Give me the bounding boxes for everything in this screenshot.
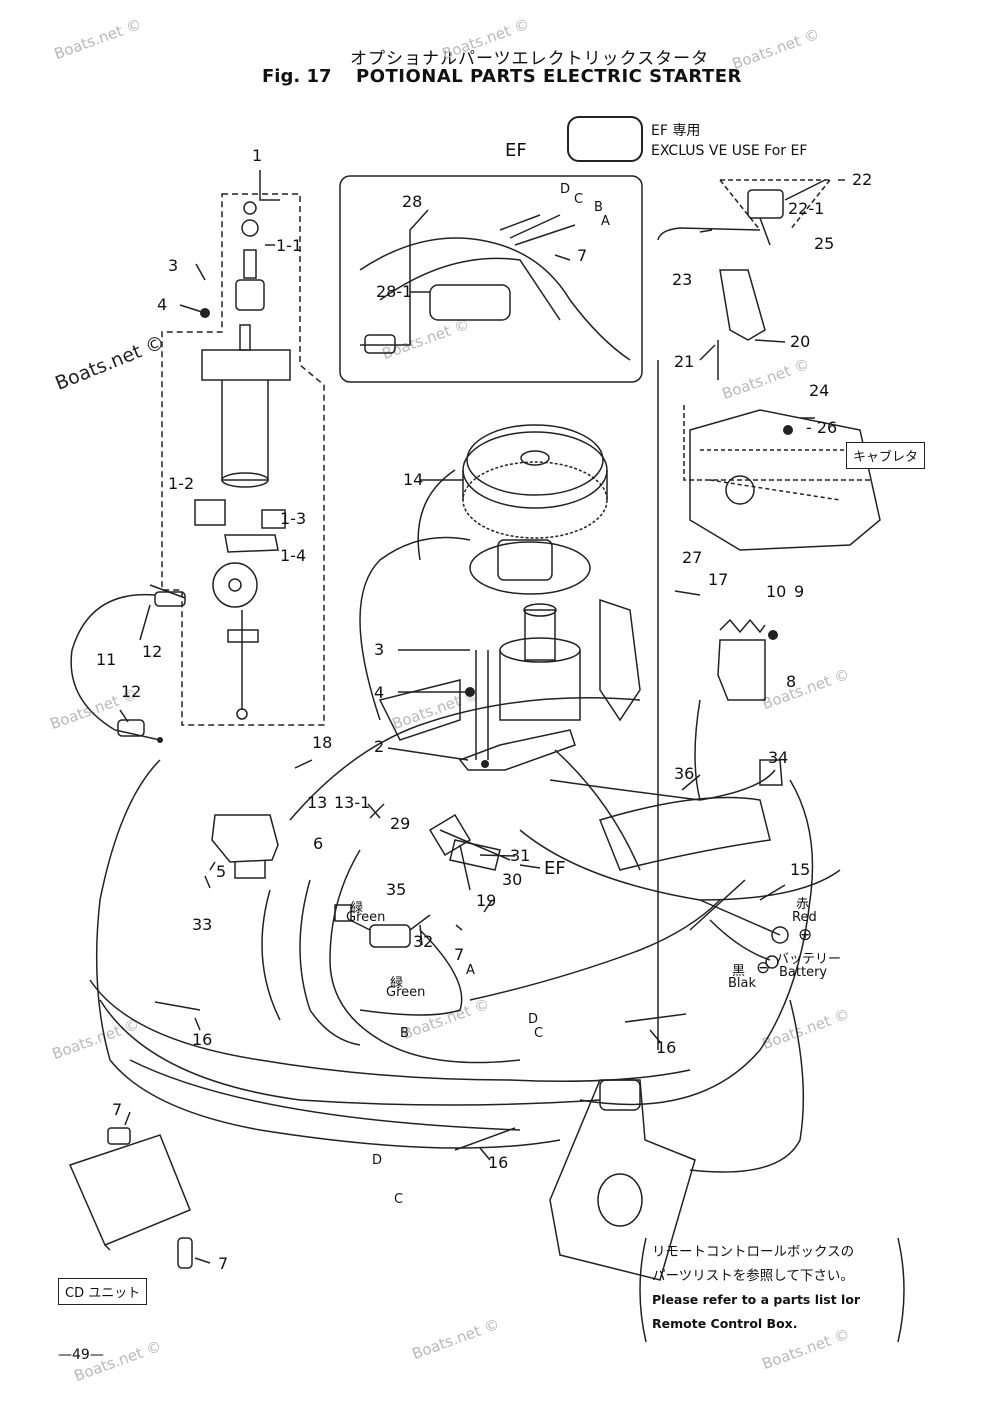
part-label-25: 25 (814, 234, 835, 253)
ef-inset-label: EF (505, 140, 527, 161)
part-label-7: 7 (218, 1254, 229, 1273)
part-label-3: 3 (374, 640, 385, 659)
battery-jp-label: バッテリー (776, 952, 842, 967)
part-label-32: 32 (413, 932, 434, 951)
part-label-1-4: 1-4 (280, 546, 307, 565)
part-label-7: 7 (112, 1100, 123, 1119)
wire-letter-c: C (534, 1026, 544, 1041)
wire-letter-b: B (594, 200, 603, 215)
remote-control-note: リモートコントロールボックスの パーツリストを参照して下さい。 Please r… (652, 1240, 860, 1336)
part-label-28: 28 (402, 192, 423, 211)
red-jp-label: 赤 (796, 897, 810, 912)
part-label-18: 18 (312, 733, 333, 752)
part-label-4: 4 (157, 295, 168, 314)
red-en-label: Red (792, 910, 817, 925)
part-label-1: 1 (252, 146, 263, 165)
part-label-16: 16 (192, 1030, 213, 1049)
part-label-5: 5 (216, 862, 227, 881)
wire-letter-d: D (372, 1153, 383, 1168)
wire-letter-b: B (400, 1026, 409, 1041)
green-en-label: Green (346, 910, 386, 925)
black-jp-label: 黒 (732, 964, 746, 979)
part-label-22-1: 22-1 (788, 199, 825, 218)
page-number: —49— (58, 1347, 104, 1363)
note-en-line2: Remote Control Box. (652, 1316, 798, 1331)
part-label-9: 9 (794, 582, 805, 601)
part-label-27: 27 (682, 548, 703, 567)
part-label-33: 33 (192, 915, 213, 934)
part-label-13: 13 (307, 793, 328, 812)
part-label-7: 7 (454, 945, 465, 964)
green-en-label: Green (386, 985, 426, 1000)
part-label-16: 16 (656, 1038, 677, 1057)
part-label-26: - 26 (806, 418, 838, 437)
part-label-17: 17 (708, 570, 729, 589)
part-label-30: 30 (502, 870, 523, 889)
part-label-13-1: 13-1 (334, 793, 371, 812)
part-label-12: 12 (121, 682, 142, 701)
figure-number: Fig. 17 (262, 66, 332, 87)
part-label-8: 8 (786, 672, 797, 691)
part-label-24: 24 (809, 381, 830, 400)
part-label-ef: EF (544, 858, 566, 879)
title-japanese: オプショナルパーツエレクトリックスタータ (350, 49, 710, 69)
part-label-11: 11 (96, 650, 117, 669)
minus-terminal-symbol: ⊖ (756, 958, 771, 978)
part-label-6: 6 (313, 834, 324, 853)
black-en-label: Blak (728, 976, 757, 991)
part-label-4: 4 (374, 683, 385, 702)
ef-legend-japanese: EF 専用 (651, 123, 701, 139)
part-label-3: 3 (168, 256, 179, 275)
green-jp-label: 緑 (350, 901, 364, 916)
part-label-22: 22 (852, 170, 873, 189)
part-label-31: 31 (510, 846, 531, 865)
wire-letter-d: D (560, 182, 571, 197)
ef-legend-english: EXCLUS VE USE For EF (651, 143, 808, 159)
note-jp-line2: パーツリストを参照して下さい。 (652, 1268, 854, 1284)
part-label-2: 2 (374, 737, 385, 756)
part-label-19: 19 (476, 891, 497, 910)
ef-legend-swatch (567, 116, 643, 162)
part-label-16: 16 (488, 1153, 509, 1172)
part-label-12: 12 (142, 642, 163, 661)
wire-letter-a: A (466, 963, 475, 978)
part-label-15: 15 (790, 860, 811, 879)
part-label-1-2: 1-2 (168, 474, 195, 493)
wire-letter-d: D (528, 1012, 539, 1027)
carburetor-tag: キャブレタ (846, 442, 926, 469)
wire-letter-a: A (601, 214, 610, 229)
part-label-1-1: 1-1 (276, 236, 303, 255)
plus-terminal-symbol: ⊕ (798, 925, 813, 945)
part-label-7: 7 (577, 246, 588, 265)
battery-en-label: Battery (779, 965, 828, 980)
wire-letter-c: C (574, 192, 584, 207)
title-english: POTIONAL PARTS ELECTRIC STARTER (356, 66, 742, 87)
part-label-1-3: 1-3 (280, 509, 307, 528)
part-label-29: 29 (390, 814, 411, 833)
wire-letter-c: C (394, 1192, 404, 1207)
note-jp-line1: リモートコントロールボックスの (652, 1244, 855, 1260)
part-label-21: 21 (674, 352, 695, 371)
part-label-36: 36 (674, 764, 695, 783)
part-label-28-1: 28-1 (376, 282, 413, 301)
green-jp-label: 緑 (390, 976, 404, 991)
part-label-20: 20 (790, 332, 811, 351)
part-label-10: 10 (766, 582, 787, 601)
part-label-34: 34 (768, 748, 789, 767)
part-label-23: 23 (672, 270, 693, 289)
part-label-35: 35 (386, 880, 407, 899)
part-label-14: 14 (403, 470, 424, 489)
cd-unit-tag: CD ユニット (58, 1278, 148, 1305)
note-en-line1: Please refer to a parts list lor (652, 1292, 861, 1307)
